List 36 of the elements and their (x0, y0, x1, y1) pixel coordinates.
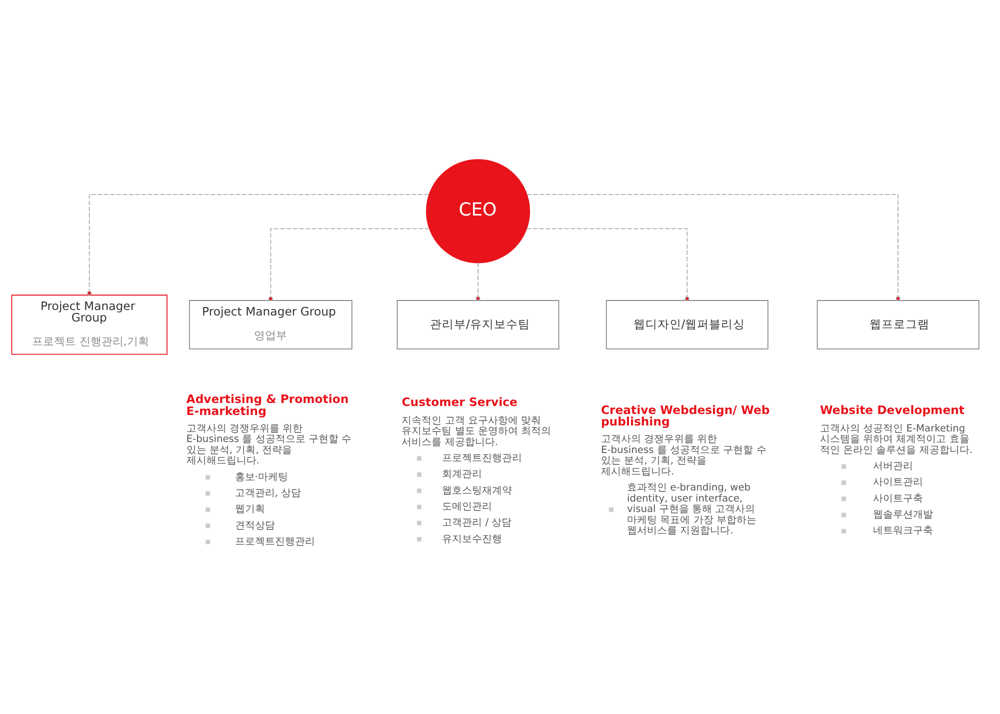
node-label: 고객관리 / 상담 (442, 517, 512, 528)
node-label: Advertising & Promotion E-marketing (186, 392, 349, 418)
node-box: 관리부/유지보수팀 (396, 300, 560, 349)
connector (476, 262, 480, 300)
node-box: 웹프로그램 (816, 300, 980, 349)
node-box: Project Manager Group 영업부 (189, 300, 352, 349)
node-label: 지속적인 고객 요구사항에 맞춰 유지보수팀 별도 운영하여 최적의 서비스를 제공합니다. (402, 414, 552, 448)
node-label: 고객관리, 상담 (234, 487, 302, 498)
connector (526, 228, 690, 300)
node-label: 고객사의 경쟁우위를 위한 E-business 를 성공적으로 구현할 수 있는 분석, 기획, 전략을 제시해드립니다. (600, 434, 766, 477)
node-label: 서버관리 (872, 460, 913, 472)
node-circle: CEO (426, 158, 530, 263)
node-label: 사이트구축 (872, 492, 923, 504)
node-label: 도메인관리 (442, 500, 492, 512)
connector (268, 228, 430, 300)
node-label: 홍보·마케팅 (234, 471, 288, 482)
node-label: 웹기획 (234, 504, 265, 515)
node-label: 웹솔루션개발 (872, 509, 933, 520)
connector (526, 194, 900, 300)
node-box: 웹디자인/웹퍼블리싱 (606, 300, 768, 349)
node-label: 견적상담 (234, 520, 275, 531)
node-label: 프로젝트진행관리 (234, 536, 315, 547)
node-box: Project Manager Group 프로젝트 진행관리,기획 (11, 294, 168, 354)
node-label: 프로젝트진행관리 (442, 452, 522, 464)
node-label: 유지보수진행 (442, 533, 502, 544)
node-label: 네트워크구축 (872, 525, 933, 536)
node-label: 사이트관리 (872, 476, 923, 488)
node-label: Creative Webdesign/ Web publishing (600, 402, 770, 428)
connector (87, 194, 430, 295)
node-label: 고객사의 경쟁우위를 위한 E-business 를 성공적으로 구현할 수 있는 분석, 기획, 전략을 제시해드립니다. (186, 422, 352, 466)
node-label: Customer Service (402, 394, 518, 408)
node-label: 회계관리 (442, 468, 482, 480)
node-label: Website Development (820, 402, 964, 416)
node-label: 고객사의 성공적인 E-Marketing 시스템을 위하여 체계적이고 효율 적인 온라인 솔루션을 제공합니다. (820, 422, 973, 456)
node-label: 웹호스팅재계약 (442, 484, 512, 496)
node-label: 효과적인 e-branding, web identity, user interface, visual 구현을 통해 고객사의 마케팅 목표에 가장 부합하는 웹서비스를 지원합니다. (627, 482, 756, 536)
